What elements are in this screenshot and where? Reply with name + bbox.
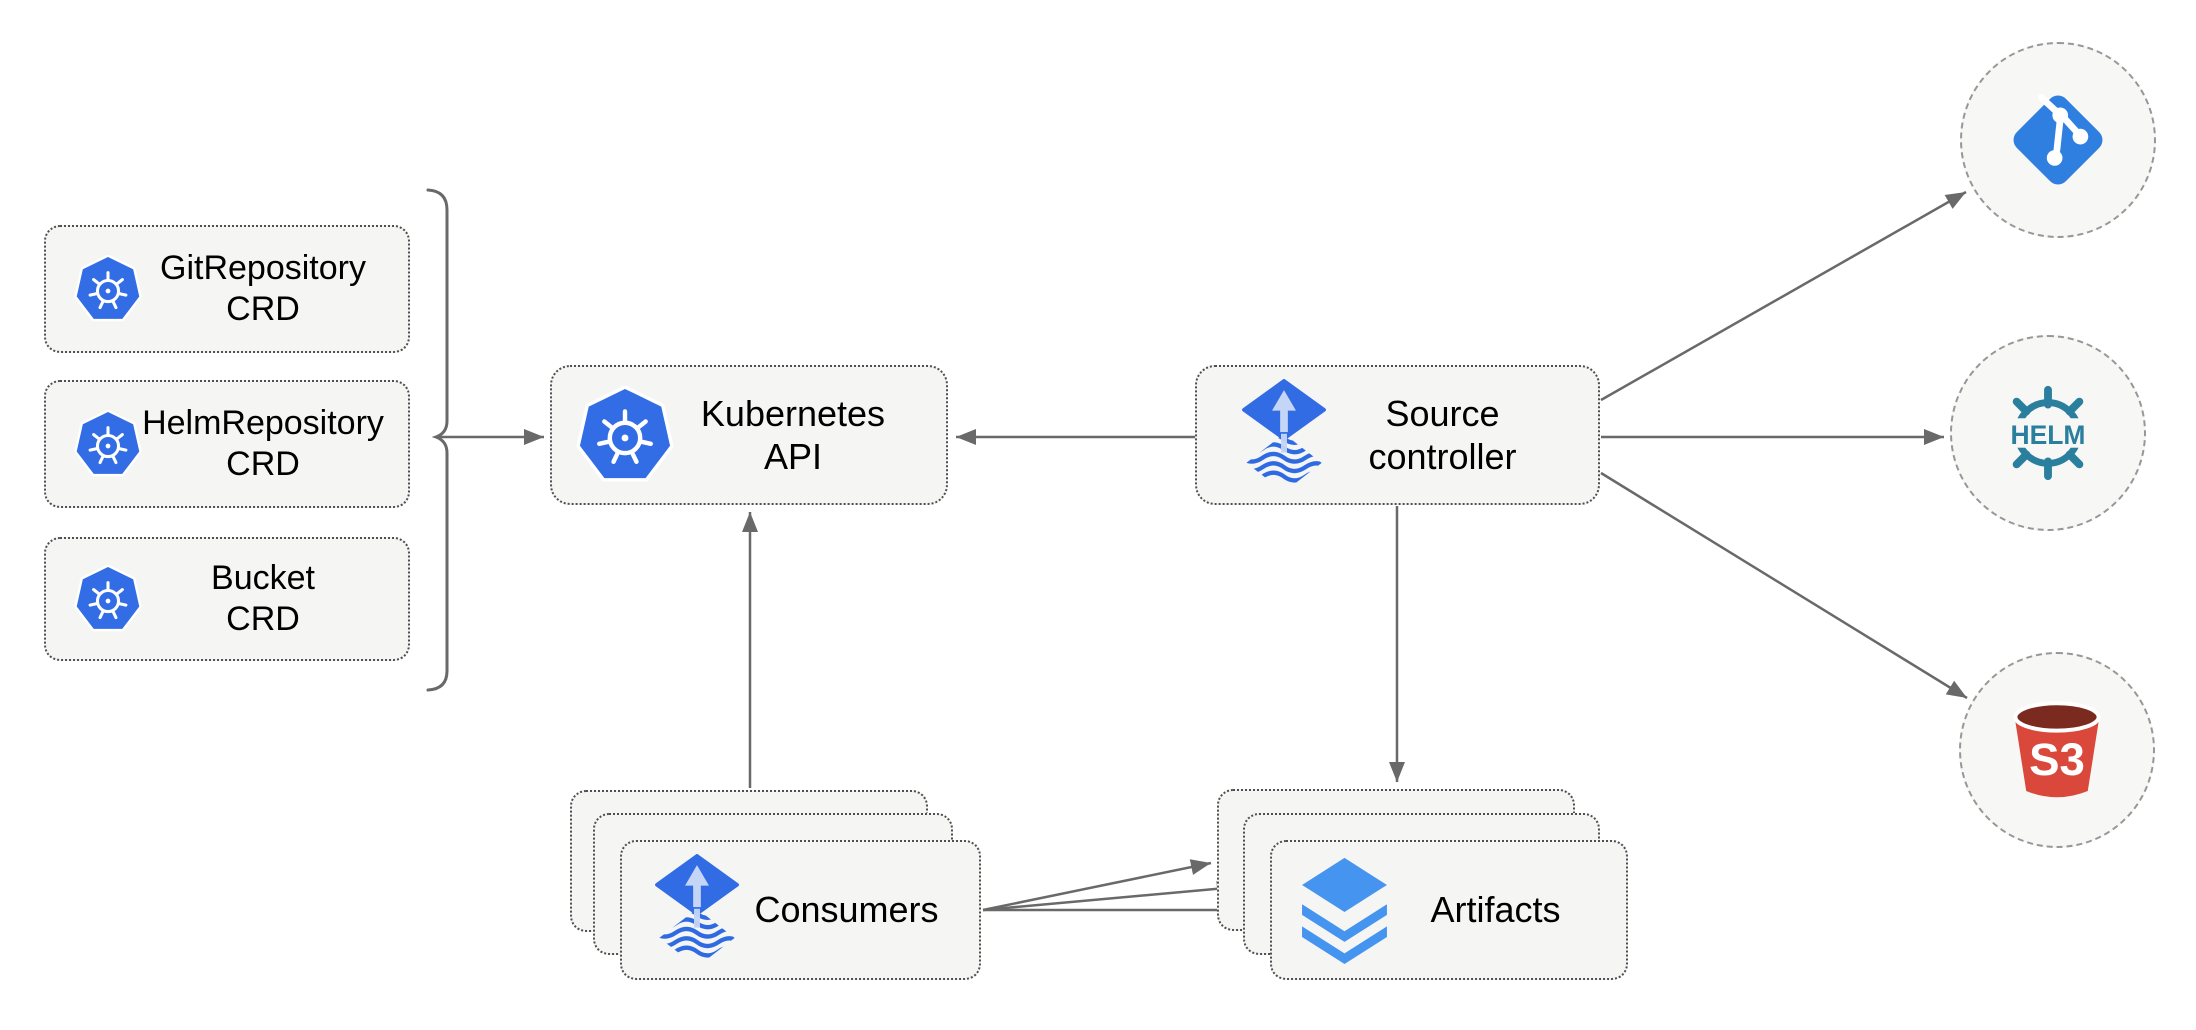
crd-group-bracket [426,188,449,692]
node-label: HelmRepository CRD [142,404,384,483]
node-source-controller: Source controller [1195,365,1600,505]
helm-label: HELM [2011,420,2086,450]
kubernetes-icon [74,410,142,478]
node-artifacts: Artifacts [1270,840,1628,980]
arrow-source-controller-to-s3 [1600,471,1968,700]
node-consumers: Consumers [620,840,981,980]
s3-label: S3 [2029,734,2085,785]
node-gitrepository-crd: GitRepository CRD [44,225,410,353]
git-icon [2002,84,2114,196]
node-bucket-crd: Bucket CRD [44,537,410,661]
flux-icon [1241,379,1327,492]
flux-icon [654,854,740,967]
s3-icon: S3 [2013,701,2101,798]
arrow-consumers-to-artifacts-1 [982,859,1212,912]
node-label: Artifacts [1430,889,1561,931]
node-label: Consumers [754,889,939,931]
layers-icon [1296,856,1393,965]
external-git-circle [1960,42,2156,238]
kubernetes-icon [74,255,142,323]
node-label: Source controller [1368,392,1517,477]
kubernetes-icon [74,565,142,633]
arrow-source-controller-to-git [1600,190,1967,402]
node-helmrepository-crd: HelmRepository CRD [44,380,410,508]
node-label: Kubernetes API [700,392,886,477]
kubernetes-icon [576,386,674,484]
helm-icon: HELM [2002,385,2094,481]
node-kubernetes-api: Kubernetes API [550,365,948,505]
node-label: GitRepository CRD [160,249,366,328]
external-s3-circle: S3 [1959,652,2155,848]
node-label: Bucket CRD [211,559,315,638]
arrow-consumers-to-artifacts-2 [982,880,1238,912]
external-helm-circle: HELM [1950,335,2146,531]
